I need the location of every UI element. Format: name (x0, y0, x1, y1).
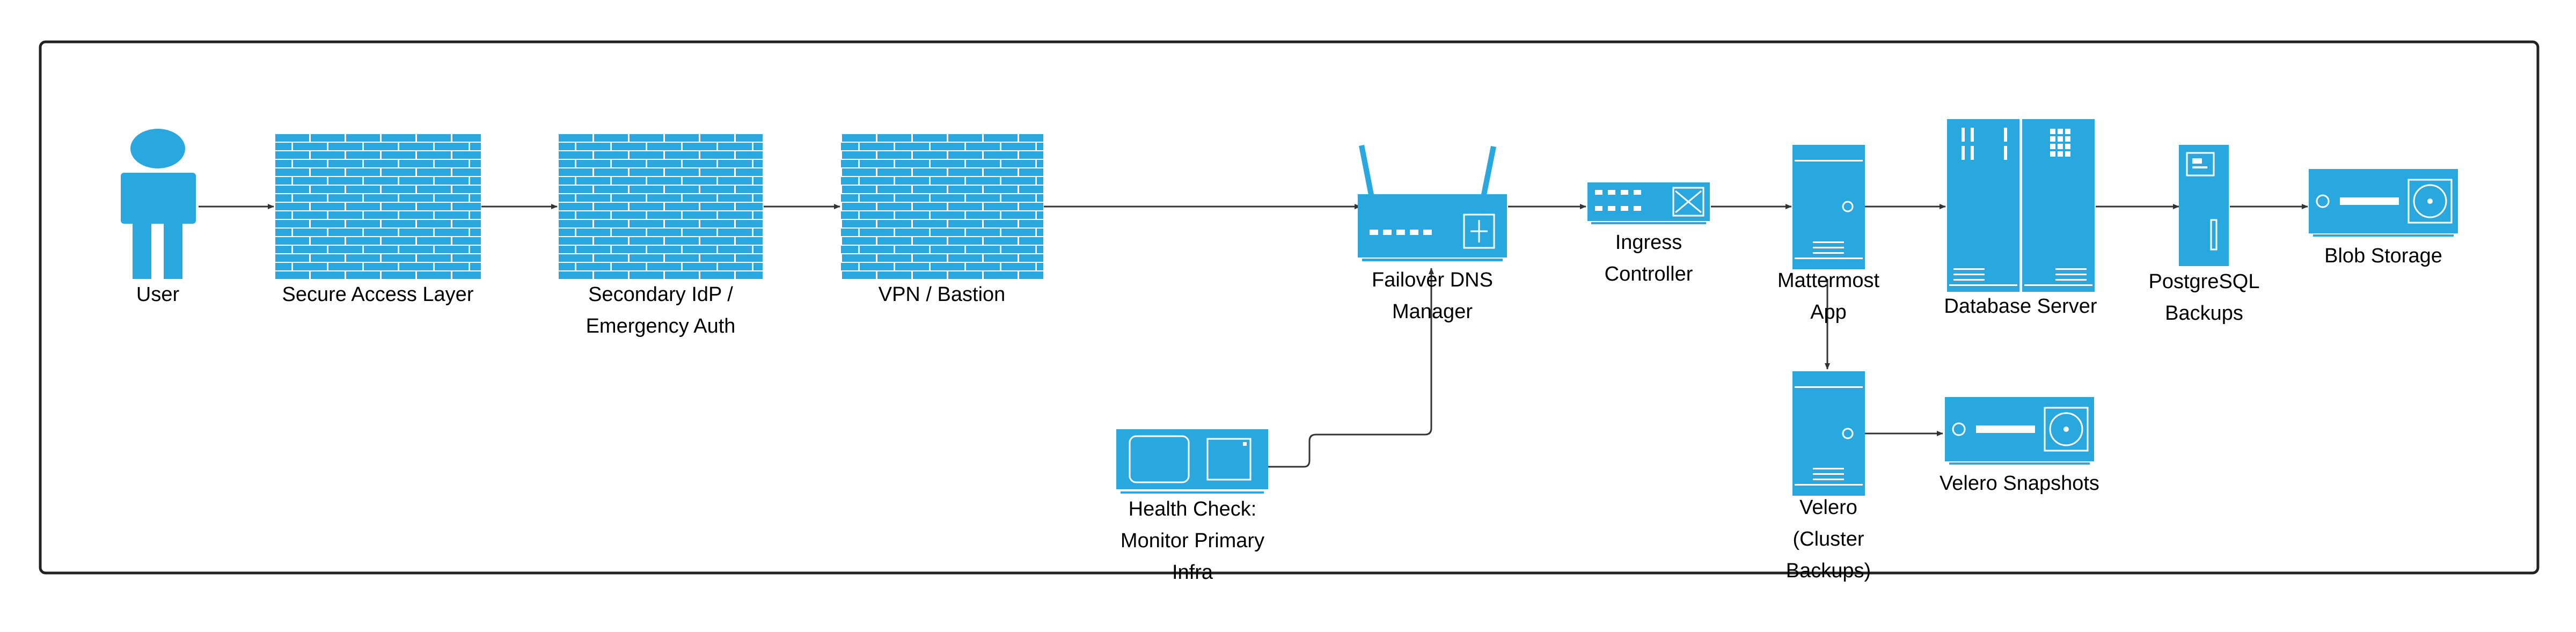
monitor-appliance-icon (1116, 429, 1268, 494)
ingress-controller-label: Ingress Controller (1604, 231, 1693, 285)
velero-snapshots-label: Velero Snapshots (1940, 472, 2099, 495)
user-label: User (136, 283, 180, 306)
switch-icon (1587, 182, 1710, 224)
router-icon (1358, 145, 1507, 261)
person-icon (121, 129, 196, 279)
server-icon (1792, 145, 1865, 269)
secondary-idp-label: Secondary IdP / Emergency Auth (586, 283, 736, 337)
rack-server-icon (1947, 119, 2095, 292)
server-icon (1792, 371, 1865, 496)
edge-health-check-failover-dns (1268, 268, 1434, 468)
storage-drive-icon (2309, 169, 2458, 237)
mattermost-app-label: Mattermost App (1777, 269, 1880, 324)
blob-storage-label: Blob Storage (2324, 245, 2442, 267)
storage-drive-icon (1945, 397, 2094, 465)
diagram-frame (39, 40, 2540, 575)
connectors (199, 204, 2308, 468)
firewall-icon (841, 134, 1043, 279)
velero-label: Velero (Cluster Backups) (1785, 496, 1871, 582)
postgresql-backups-label: PostgreSQL Backups (2148, 270, 2260, 325)
secure-access-layer-label: Secure Access Layer (282, 283, 474, 306)
firewall-icon (559, 134, 763, 279)
backup-server-icon (2179, 145, 2229, 266)
vpn-bastion-label: VPN / Bastion (878, 283, 1006, 306)
health-check-label: Health Check: Monitor Primary Infra (1120, 498, 1265, 584)
failover-dns-label: Failover DNS Manager (1372, 269, 1493, 323)
database-server-label: Database Server (1944, 295, 2097, 318)
firewall-icon (275, 134, 481, 279)
